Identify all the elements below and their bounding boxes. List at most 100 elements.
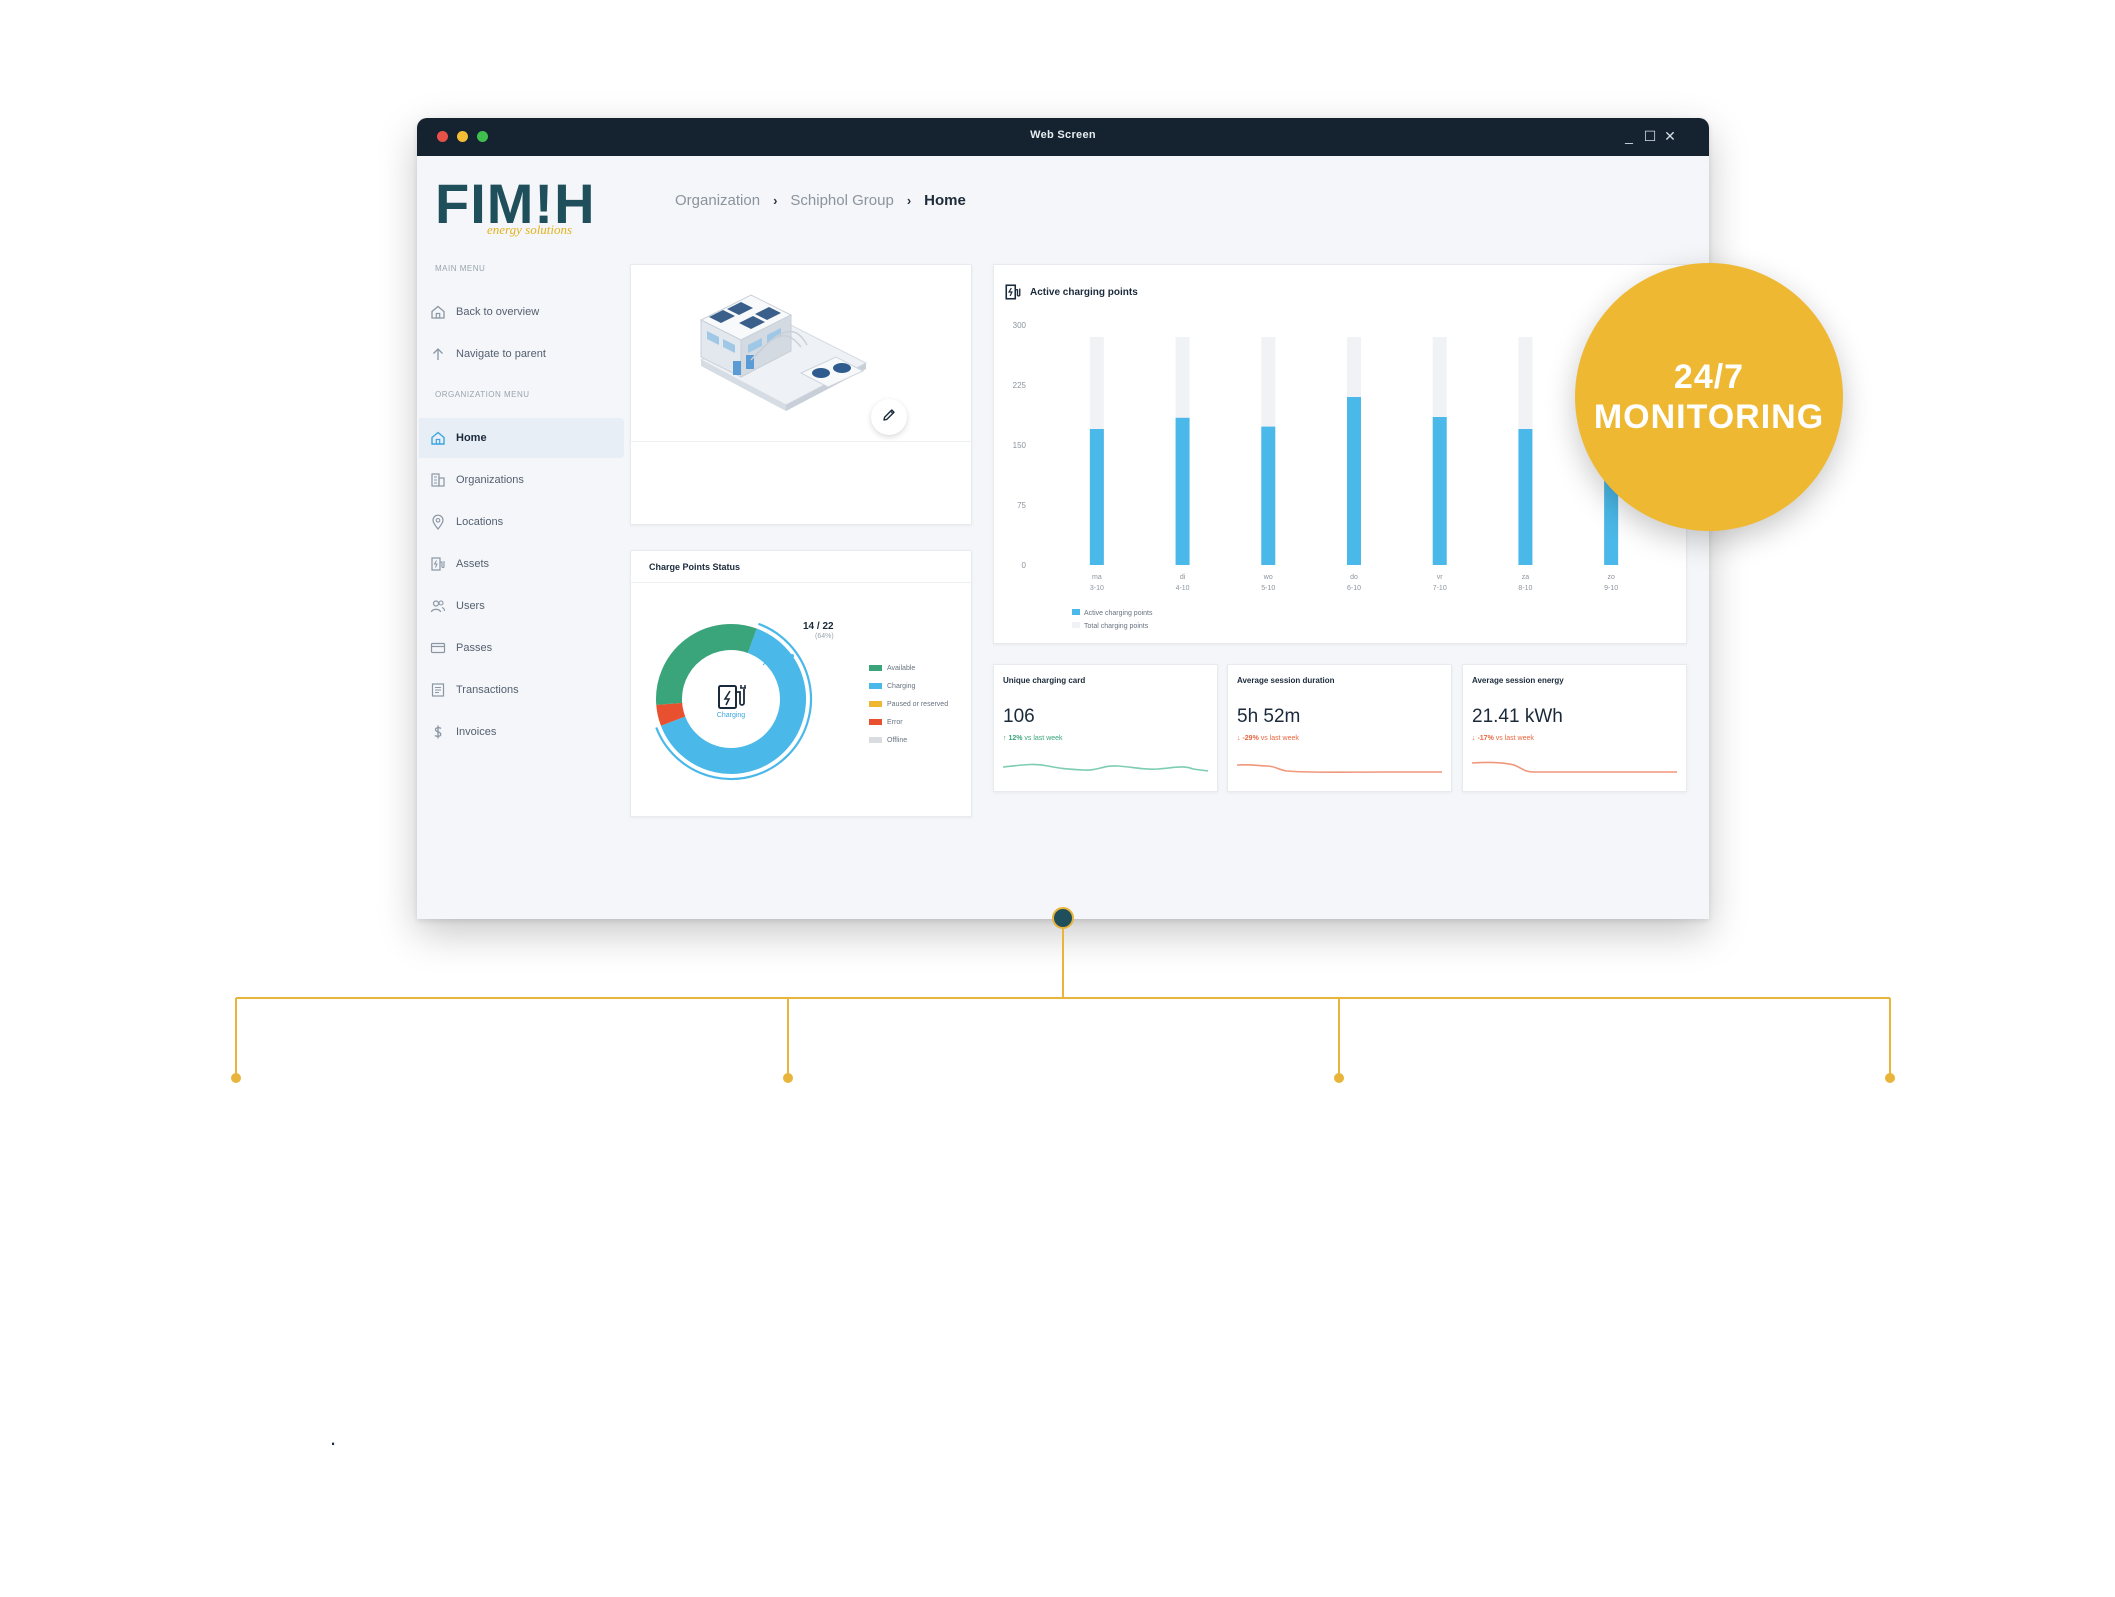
donut-segment-charging [660,628,806,774]
sidebar-item-invoices[interactable]: Invoices [419,712,624,752]
sidebar: FIM!H energy solutions MAIN MENU Back to… [417,156,627,919]
stat-card-unique-charging-card: Unique charging card 106 ↑ 12% vs last w… [993,664,1218,792]
monitoring-badge: 24/7 MONITORING [1575,263,1843,531]
main-menu-heading: MAIN MENU [435,264,486,273]
arrow-down-icon: ↓ [1237,735,1243,742]
app-window: Web Screen _ ☐ ✕ FIM!H energy solutions … [417,118,1709,919]
card-icon [429,639,447,657]
bar-active [1432,417,1447,565]
home-icon [429,303,447,321]
sidebar-item-label: Locations [456,516,504,528]
card-divider [631,441,971,442]
x-tick-date: 9-10 [1604,585,1618,592]
bar-active [1347,397,1361,565]
minimize-dot-button[interactable] [457,131,468,142]
y-tick-label: 75 [1017,501,1026,510]
charging-count: 14 / 22 [803,621,834,632]
sidebar-item-passes[interactable]: Passes [419,628,624,668]
charge-points-status-card: Charge Points Status 14 / 22 (64%) Charg… [630,550,972,817]
bar-chart: 075150225300ma3-10di4-10wo5-10do6-10vr7-… [1013,321,1619,630]
stat-change: ↑ 12% vs last week [1003,735,1063,742]
x-tick-date: 4-10 [1176,585,1190,592]
donut-segment-error [656,702,686,726]
trend-sparkline [1472,761,1677,773]
stat-change: ↓ -17% vs last week [1472,735,1534,742]
minimize-button[interactable]: _ [1625,128,1633,144]
maximize-button[interactable]: ☐ [1643,128,1657,144]
sidebar-item-users[interactable]: Users [419,586,624,626]
stat-title: Average session duration [1237,676,1335,685]
legend-item-error: Error [869,713,948,731]
bar-active [1175,417,1190,565]
sidebar-item-label: Passes [456,642,493,654]
stat-change: ↓ -29% vs last week [1237,735,1299,742]
legend-item-charging: Charging [869,677,948,695]
breadcrumb-organization[interactable]: Organization [675,192,761,209]
sidebar-item-label: Invoices [456,726,497,738]
stat-title: Unique charging card [1003,676,1086,685]
dollar-icon [429,723,447,741]
sidebar-item-organizations[interactable]: Organizations [419,460,624,500]
legend-item-available: Available [869,659,948,677]
map-pin-icon [429,513,447,531]
logo[interactable]: FIM!H energy solutions [435,172,596,238]
legend-label-total: Total charging points [1084,623,1149,630]
close-button[interactable]: ✕ [1664,128,1676,144]
x-tick-day: za [1522,574,1530,581]
y-tick-label: 0 [1022,561,1027,570]
logo-tagline: energy solutions [487,222,573,237]
stat-value: 106 [1003,706,1035,727]
zoom-dot-button[interactable] [477,131,488,142]
x-tick-day: di [1180,574,1186,581]
x-tick-date: 3-10 [1090,585,1104,592]
breadcrumb-schiphol-group[interactable]: Schiphol Group [790,192,894,209]
sidebar-item-navigate-to-parent[interactable]: Navigate to parent [419,334,624,374]
legend-swatch-active [1072,609,1080,615]
charger-icon [429,555,447,573]
x-tick-date: 8-10 [1518,585,1532,592]
sidebar-item-locations[interactable]: Locations [419,502,624,542]
sidebar-item-back-to-overview[interactable]: Back to overview [419,292,624,332]
sidebar-item-transactions[interactable]: Transactions [419,670,624,710]
sidebar-item-label: Transactions [456,684,519,696]
charging-percent: (64%) [815,633,834,640]
badge-line-1: 24/7 [1673,358,1745,396]
sidebar-item-assets[interactable]: Assets [419,544,624,584]
building-icon [429,471,447,489]
legend-item-offline: Offline [869,731,948,749]
bar-active [1518,429,1533,565]
chevron-right-icon: › [773,193,778,208]
sidebar-item-label: Assets [456,558,490,570]
sidebar-item-home[interactable]: Home [419,418,624,458]
bar-active [1261,426,1276,565]
edit-image-button[interactable] [871,399,907,435]
users-icon [429,597,447,615]
breadcrumb: Organization › Schiphol Group › Home [675,192,966,209]
legend-swatch-total [1072,622,1080,628]
logo-wordmark: FIM!H [435,172,596,235]
chart-title: Active charging points [1030,287,1138,298]
sidebar-item-label: Home [456,432,487,444]
badge-line-2: MONITORING [1593,398,1825,436]
arrow-up-icon: ↑ [1003,735,1009,742]
legend-item-paused: Paused or reserved [869,695,948,713]
sidebar-item-label: Navigate to parent [456,348,546,360]
pencil-icon [881,407,897,428]
title-bar: Web Screen _ ☐ ✕ [417,118,1709,156]
charging-station-illustration [699,294,868,411]
x-tick-date: 7-10 [1433,585,1447,592]
donut-segment-available [656,624,757,705]
x-tick-day: do [1350,574,1358,581]
chevron-right-icon: › [906,193,912,208]
stat-card-average-session-energy: Average session energy 21.41 kWh ↓ -17% … [1462,664,1687,792]
home-icon [429,429,447,447]
arrow-down-icon: ↓ [1472,735,1478,742]
x-tick-date: 6-10 [1347,585,1361,592]
x-tick-day: vr [1437,574,1444,581]
charging-station-icon [718,685,746,709]
close-dot-button[interactable] [437,131,448,142]
charger-icon [1004,283,1022,306]
stat-card-average-session-duration: Average session duration 5h 52m ↓ -29% v… [1227,664,1452,792]
x-tick-day: wo [1263,574,1273,581]
